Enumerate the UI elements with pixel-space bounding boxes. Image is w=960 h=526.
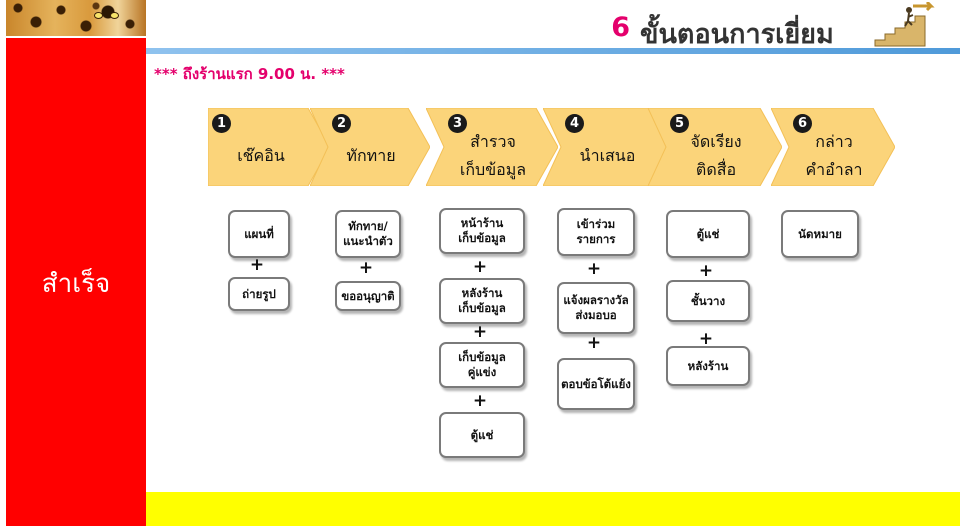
step-number-badge: 2 bbox=[332, 114, 351, 133]
activity-box: ตู้แช่ bbox=[666, 210, 750, 258]
activity-box-line: แจ้งผลรางวัล bbox=[563, 293, 629, 307]
step-label-line: คำอำลา bbox=[805, 160, 863, 179]
activity-box: ขออนุญาติ bbox=[335, 281, 401, 311]
activity-box-line: ถ่ายรูป bbox=[242, 286, 276, 301]
step-label: สำรวจเก็บข้อมูล bbox=[450, 126, 536, 186]
step-number-badge: 5 bbox=[670, 114, 689, 133]
activity-box-line: ตู้แช่ bbox=[696, 226, 720, 241]
activity-box-line: ส่งมอบอ bbox=[575, 308, 617, 322]
activity-box: หลังร้านเก็บข้อมูล bbox=[439, 278, 525, 324]
activity-box: เก็บข้อมูลคู่แข่ง bbox=[439, 342, 525, 388]
activity-box-line: เก็บข้อมูล bbox=[458, 350, 506, 364]
activity-box: ทักทาย/แนะนำตัว bbox=[335, 210, 401, 258]
activity-box: ชั้นวาง bbox=[666, 280, 750, 322]
plus-connector: + bbox=[472, 257, 488, 277]
plus-connector: + bbox=[472, 391, 488, 411]
activity-box-line: ขออนุญาติ bbox=[341, 288, 395, 303]
step-label-line: นำเสนอ bbox=[579, 146, 636, 165]
activity-box-line: เก็บข้อมูล bbox=[458, 301, 506, 315]
plus-connector: + bbox=[698, 261, 714, 281]
step-label-line: ติดสื่อ bbox=[695, 160, 737, 179]
step-label-line: จัดเรียง bbox=[690, 132, 742, 151]
step-number-badge: 4 bbox=[565, 114, 584, 133]
stairs-climber-icon bbox=[874, 2, 935, 47]
step-arrow-4: 4 นำเสนอ bbox=[543, 108, 670, 186]
activity-box-line: นัดหมาย bbox=[798, 226, 842, 241]
activity-box-line: เข้าร่วม bbox=[576, 217, 616, 231]
title-number: 6 bbox=[611, 12, 630, 43]
step-label: จัดเรียงติดสื่อ bbox=[672, 126, 760, 186]
activity-box-line: ตอบข้อโต้แย้ง bbox=[561, 376, 631, 391]
plus-connector: + bbox=[472, 322, 488, 342]
footer-bar bbox=[146, 492, 960, 526]
activity-box-line: แผนที่ bbox=[244, 226, 274, 241]
activity-box-line: หน้าร้าน bbox=[460, 216, 504, 230]
step-number-badge: 6 bbox=[793, 114, 812, 133]
activity-box-line: ทักทาย/ bbox=[348, 219, 388, 233]
plus-connector: + bbox=[249, 255, 265, 275]
activity-box-line: หลังร้าน bbox=[687, 358, 729, 373]
activity-box-line: รายการ bbox=[576, 232, 616, 246]
step-label-line: กล่าว bbox=[815, 132, 853, 151]
activity-box: หน้าร้านเก็บข้อมูล bbox=[439, 208, 525, 254]
step-label-line: เช๊คอิน bbox=[237, 146, 285, 165]
activity-box: หลังร้าน bbox=[666, 346, 750, 386]
step-label: นำเสนอ bbox=[567, 126, 648, 186]
sidebar-label: สำเร็จ bbox=[41, 269, 111, 299]
page-title: ขั้นตอนการเยี่ยม bbox=[640, 19, 834, 50]
activity-box-line: หลังร้าน bbox=[461, 286, 503, 300]
activity-box-line: ชั้นวาง bbox=[690, 293, 726, 308]
plus-connector: + bbox=[358, 258, 374, 278]
step-arrow-1: 1 เช๊คอิน bbox=[208, 108, 330, 186]
plus-connector: + bbox=[586, 259, 602, 279]
activity-box-line: ตู้แช่ bbox=[470, 427, 494, 442]
activity-box: นัดหมาย bbox=[781, 210, 859, 258]
step-arrow-2: 2 ทักทาย bbox=[310, 108, 430, 186]
activity-box-line: แนะนำตัว bbox=[343, 234, 393, 248]
leopard-banner-image bbox=[6, 0, 146, 36]
plus-connector: + bbox=[698, 329, 714, 349]
activity-box: ตอบข้อโต้แย้ง bbox=[557, 358, 635, 410]
activity-box: แผนที่ bbox=[228, 210, 290, 258]
arrival-note: *** ถึงร้านแรก 9.00 น. *** bbox=[154, 65, 345, 83]
step-label: กล่าวคำอำลา bbox=[795, 126, 873, 186]
activity-box-line: เก็บข้อมูล bbox=[458, 231, 506, 245]
activity-box: แจ้งผลรางวัลส่งมอบอ bbox=[557, 282, 635, 334]
sidebar-panel bbox=[6, 38, 146, 526]
step-label: ทักทาย bbox=[334, 126, 408, 186]
header-divider bbox=[146, 48, 960, 54]
step-number-badge: 1 bbox=[212, 114, 231, 133]
step-number-badge: 3 bbox=[448, 114, 467, 133]
step-label-line: ทักทาย bbox=[346, 146, 396, 165]
step-label-line: สำรวจ bbox=[470, 132, 516, 151]
activity-box: เข้าร่วมรายการ bbox=[557, 208, 635, 256]
step-label-line: เก็บข้อมูล bbox=[459, 160, 527, 179]
activity-box: ตู้แช่ bbox=[439, 412, 525, 458]
plus-connector: + bbox=[586, 333, 602, 353]
activity-box: ถ่ายรูป bbox=[228, 277, 290, 311]
step-label: เช๊คอิน bbox=[214, 126, 308, 186]
activity-box-line: คู่แข่ง bbox=[467, 365, 497, 379]
